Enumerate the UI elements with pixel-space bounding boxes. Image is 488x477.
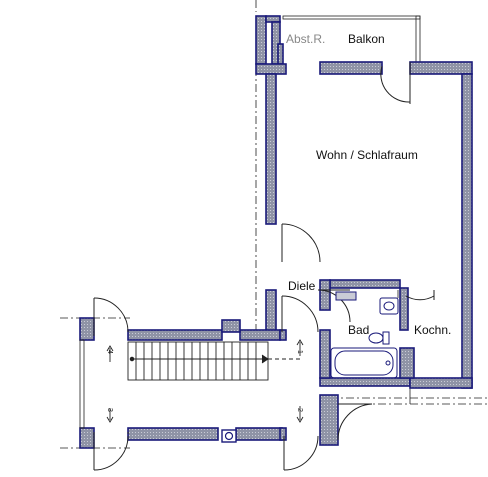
stair-marker-2: 2 [296,408,303,412]
room-label-kochnische: Kochn. [414,323,451,337]
stair-marker-1: 1 [296,350,303,354]
stair-marker-3: 3 [106,408,113,412]
doors [93,62,435,471]
bath-fixtures [330,291,399,379]
staircase [106,339,304,440]
walls [79,15,473,449]
stair-marker-4: 4 [106,350,113,354]
room-label-abstellraum: Abst.R. [286,32,325,46]
room-label-balkon: Balkon [348,32,385,46]
shaft [221,429,237,443]
room-label-diele: Diele [288,279,316,293]
room-label-bad: Bad [348,323,369,337]
room-label-wohn-schlafraum: Wohn / Schlafraum [316,148,418,162]
